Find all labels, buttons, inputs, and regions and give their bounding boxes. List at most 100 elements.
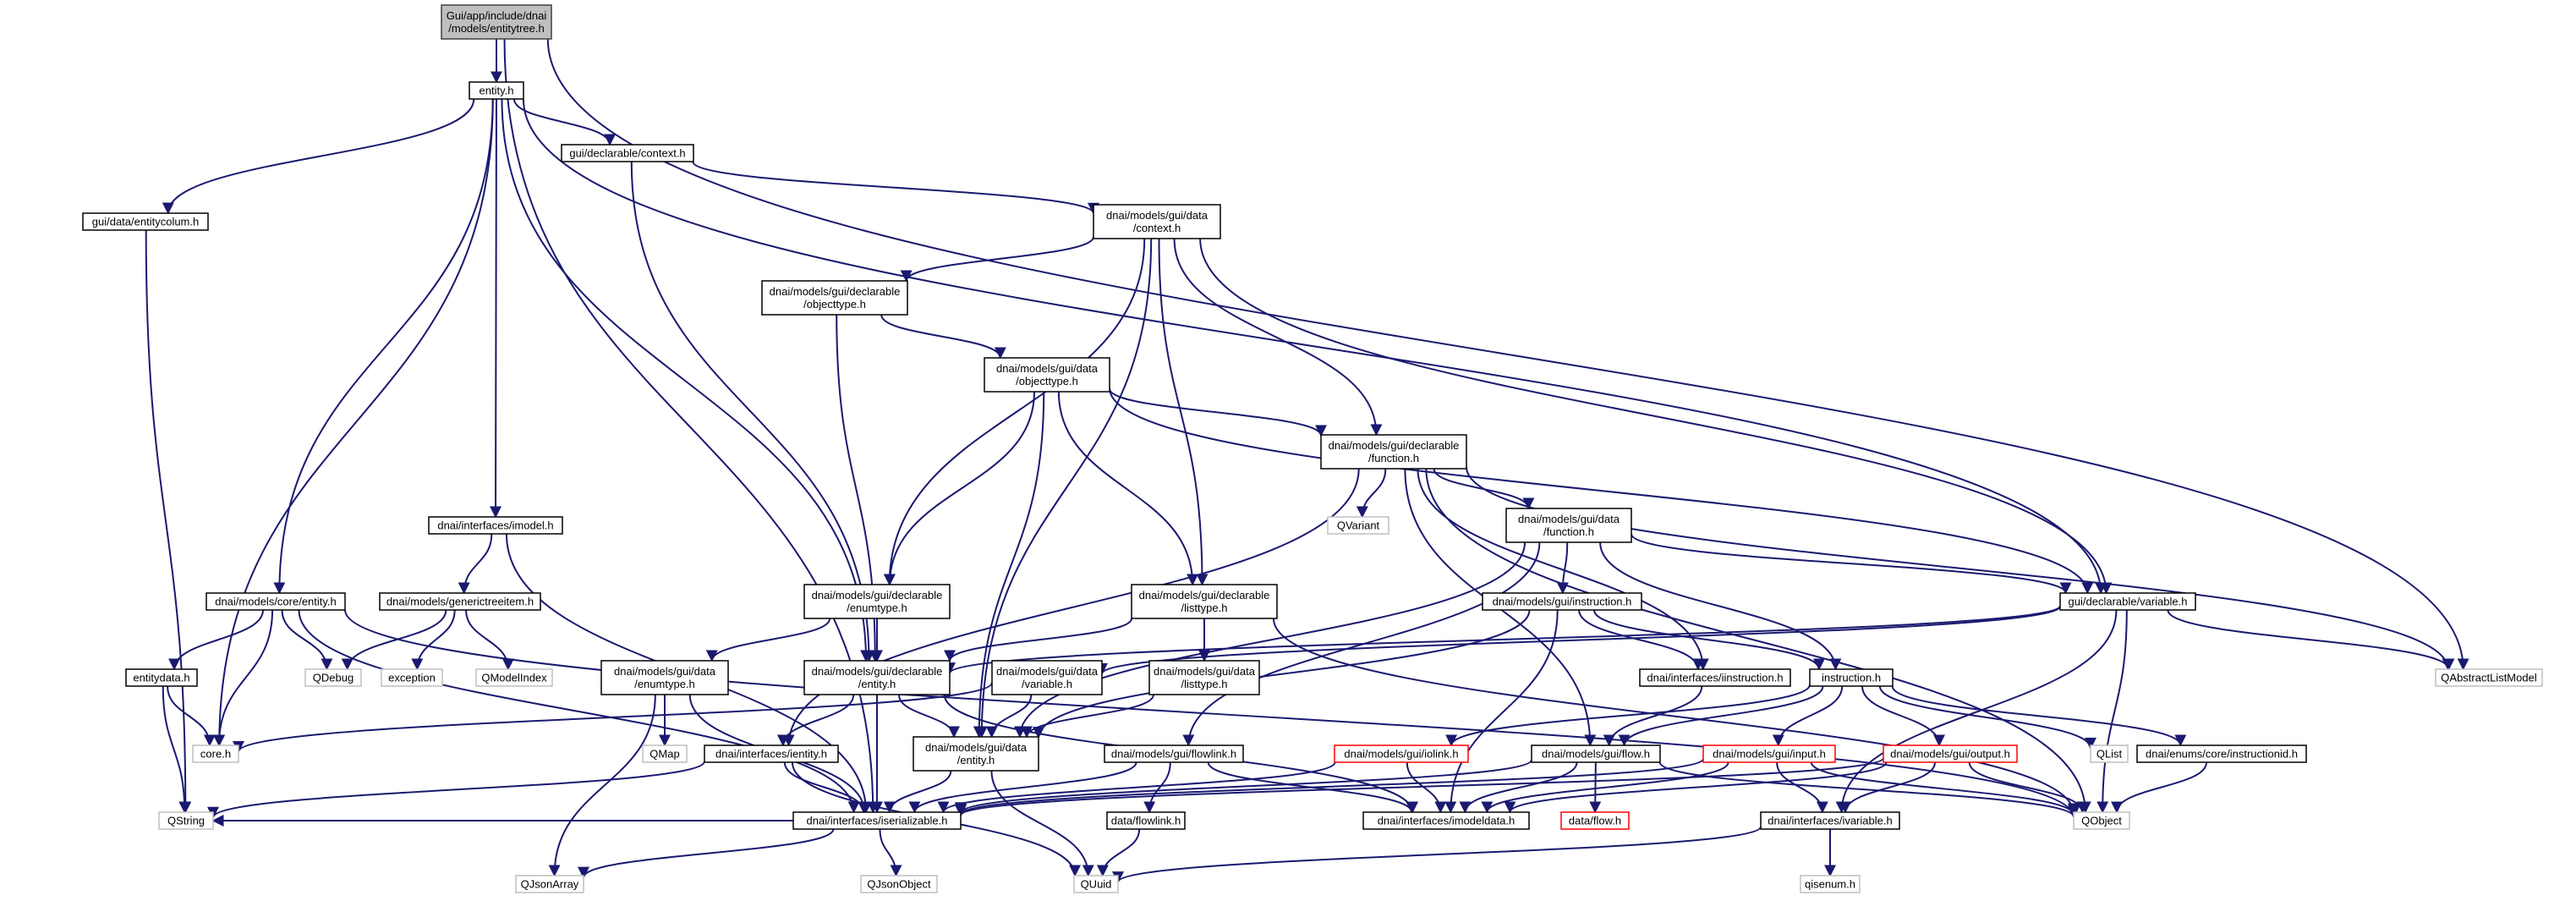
edge-generictreeitem-to-qmodelindex [465, 609, 514, 671]
node-qisenum[interactable]: qisenum.h [1800, 875, 1861, 893]
node-label: dnai/models/gui/declarable [812, 665, 943, 678]
node-imodel[interactable]: dnai/interfaces/imodel.h [428, 516, 563, 535]
node-data_variable[interactable]: dnai/models/gui/data/variable.h [991, 660, 1103, 695]
node-gui_instruction[interactable]: dnai/models/gui/instruction.h [1482, 592, 1642, 611]
edge-entitydata-to-qstring [162, 685, 191, 814]
edge-generictreeitem-to-exception [411, 609, 456, 671]
node-box [1639, 668, 1791, 687]
node-exception[interactable]: exception [381, 668, 443, 687]
node-qlist[interactable]: QList [2090, 744, 2129, 763]
node-box [792, 811, 962, 830]
node-core_entity[interactable]: dnai/models/core/entity.h [206, 592, 346, 611]
node-box [1106, 811, 1186, 830]
node-data_entity[interactable]: dnai/models/gui/data/entity.h [913, 736, 1039, 772]
node-iinstruction[interactable]: dnai/interfaces/iinstruction.h [1639, 668, 1791, 687]
node-instructionid[interactable]: dnai/enums/core/instructionid.h [2136, 744, 2307, 763]
node-box [304, 668, 362, 687]
node-box [1362, 811, 1530, 830]
edge-data_flowlink-to-quuid [1096, 828, 1141, 877]
node-qdebug[interactable]: QDebug [304, 668, 362, 687]
node-data_flowlink[interactable]: data/flowlink.h [1106, 811, 1186, 830]
node-data_context[interactable]: dnai/models/gui/data/context.h [1093, 204, 1221, 239]
node-data_listtype[interactable]: dnai/models/gui/data/listtype.h [1148, 660, 1260, 695]
node-label: data/flowlink.h [1111, 815, 1181, 827]
edge-instruction_h-to-input_h [1772, 685, 1844, 747]
node-box [1702, 744, 1836, 763]
edge-entity_h-to-core_entity [273, 98, 494, 595]
node-root[interactable]: Gui/app/include/dnai/models/entitytree.h [441, 4, 552, 40]
node-qobject[interactable]: QObject [2073, 811, 2130, 830]
node-entity_h[interactable]: entity.h [469, 81, 524, 100]
node-data_function[interactable]: dnai/models/gui/data/function.h [1505, 508, 1632, 543]
node-box [2136, 744, 2307, 763]
edge-decl_variable-to-qabstractlistmodel [2167, 609, 2455, 671]
node-context_decl[interactable]: gui/declarable/context.h [561, 144, 694, 162]
node-box [1093, 204, 1221, 239]
node-input_h[interactable]: dnai/models/gui/input.h [1702, 744, 1836, 763]
node-flow_h[interactable]: dnai/models/gui/flow.h [1531, 744, 1661, 763]
edge-decl_function-to-qabstractlistmodel [1466, 466, 2454, 671]
node-label: dnai/models/gui/flow.h [1542, 748, 1650, 761]
edge-root-to-qabstractlistmodel [546, 38, 2469, 671]
node-data_flow[interactable]: data/flow.h [1560, 811, 1630, 830]
node-decl_enumtype[interactable]: dnai/models/gui/declarable/enumtype.h [803, 584, 951, 619]
node-label: QAbstractListModel [2441, 672, 2537, 684]
node-iolink[interactable]: dnai/models/gui/iolink.h [1334, 744, 1469, 763]
node-label: /listtype.h [1181, 602, 1228, 614]
edge-entitydata-to-core_h [167, 685, 216, 747]
node-decl_function[interactable]: dnai/models/gui/declarable/function.h [1320, 434, 1467, 470]
node-label: QJsonArray [521, 878, 579, 891]
node-qabstractlistmodel[interactable]: QAbstractListModel [2435, 668, 2543, 687]
node-generictreeitem[interactable]: dnai/models/generictreeitem.h [379, 592, 541, 611]
node-output_h[interactable]: dnai/models/gui/output.h [1883, 744, 2018, 763]
edge-decl_variable-to-ivariable [1835, 609, 2118, 814]
edge-output_h-to-ivariable [1839, 761, 1937, 814]
node-label: /enumtype.h [634, 678, 695, 690]
edge-decl_variable-to-decl_entity [944, 604, 2061, 675]
node-label: QJsonObject [867, 878, 931, 891]
node-decl_objecttype[interactable]: dnai/models/gui/declarable/objecttype.h [761, 280, 908, 316]
edge-entity_h-to-core_h [213, 98, 494, 747]
node-quuid[interactable]: QUuid [1073, 875, 1119, 893]
node-decl_variable[interactable]: gui/declarable/variable.h [2059, 592, 2196, 611]
node-label: /function.h [1368, 452, 1419, 464]
node-core_h[interactable]: core.h [192, 744, 239, 763]
node-flowlink[interactable]: dnai/models/gui/flowlink.h [1104, 744, 1244, 763]
node-entitydata[interactable]: entitydata.h [125, 668, 198, 687]
edge-context_decl-to-decl_entity [630, 161, 875, 662]
edge-core_entity-to-iserializable [298, 609, 860, 814]
edge-data_variable-to-core_h [233, 682, 993, 753]
node-box [984, 357, 1110, 393]
node-ivariable[interactable]: dnai/interfaces/ivariable.h [1760, 811, 1900, 830]
node-qmodelindex[interactable]: QModelIndex [475, 668, 553, 687]
node-iserializable[interactable]: dnai/interfaces/iserializable.h [792, 811, 962, 830]
node-box [642, 744, 688, 763]
edge-instruction_h-to-iolink [1445, 684, 1811, 747]
node-instruction_h[interactable]: instruction.h [1809, 668, 1894, 687]
edge-ivariable-to-quuid [1112, 826, 1762, 884]
node-label: dnai/models/gui/declarable [1329, 439, 1460, 452]
edge-input_h-to-iserializable [955, 757, 1704, 816]
node-entitycolum[interactable]: gui/data/entitycolum.h [82, 212, 209, 231]
node-label: QMap [649, 748, 679, 761]
node-imodeldata[interactable]: dnai/interfaces/imodeldata.h [1362, 811, 1530, 830]
node-qjsonobject[interactable]: QJsonObject [860, 875, 938, 893]
edge-instruction_h-to-flow_h [1618, 685, 1824, 747]
node-data_objecttype[interactable]: dnai/models/gui/data/objecttype.h [984, 357, 1110, 393]
node-box [1482, 592, 1642, 611]
edge-decl_function-to-qobject [1425, 468, 2091, 814]
node-label: QString [167, 815, 205, 827]
node-decl_entity[interactable]: dnai/models/gui/declarable/entity.h [803, 660, 951, 695]
node-qjsonarray[interactable]: QJsonArray [515, 875, 584, 893]
edge-iinstruction-to-flow_h [1603, 685, 1703, 747]
node-decl_listtype[interactable]: dnai/models/gui/declarable/listtype.h [1131, 584, 1278, 619]
node-ientity[interactable]: dnai/interfaces/ientity.h [704, 744, 839, 763]
node-box [515, 875, 584, 893]
node-data_enumtype[interactable]: dnai/models/gui/data/enumtype.h [600, 660, 729, 695]
node-box [704, 744, 839, 763]
node-qstring[interactable]: QString [158, 811, 214, 830]
node-label: dnai/interfaces/imodel.h [437, 519, 553, 532]
node-qmap[interactable]: QMap [642, 744, 688, 763]
node-qvariant[interactable]: QVariant [1327, 516, 1389, 535]
node-label: dnai/interfaces/ivariable.h [1768, 815, 1892, 827]
